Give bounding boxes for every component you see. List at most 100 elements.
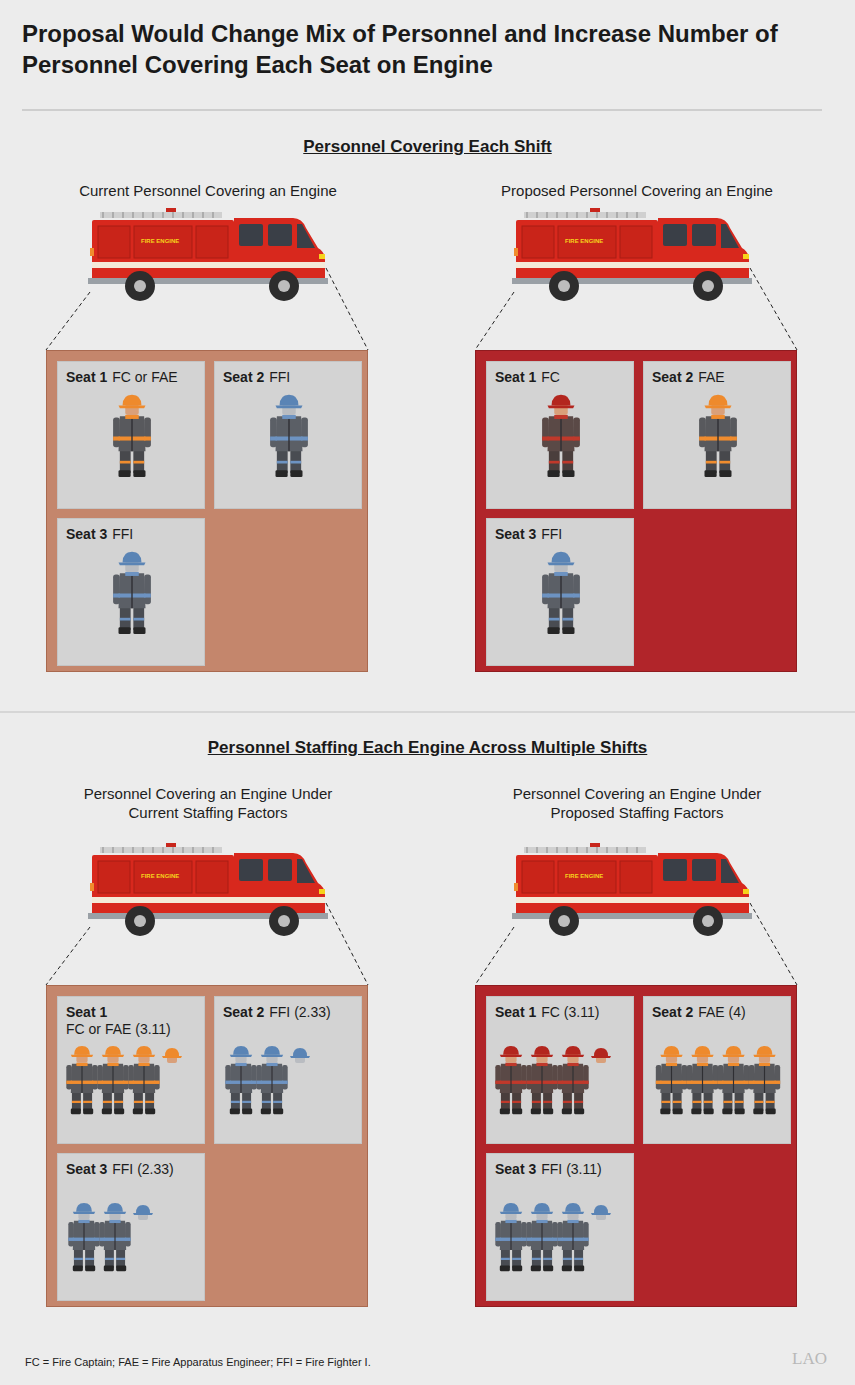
sleeve-stripe xyxy=(557,1238,563,1241)
boot xyxy=(673,1109,683,1115)
engine-body xyxy=(516,220,658,282)
seat-number: Seat 2 xyxy=(652,369,693,386)
boot xyxy=(230,1109,240,1115)
ladder-rung xyxy=(173,847,174,853)
ladder-rung xyxy=(143,847,144,853)
ladder xyxy=(100,212,222,218)
cab-window xyxy=(692,859,716,881)
zoom-leader xyxy=(46,927,90,985)
windshield xyxy=(721,224,739,248)
leg xyxy=(766,1091,775,1111)
seat-box: Seat 1FC xyxy=(486,361,634,509)
seat-number: Seat 3 xyxy=(495,1161,536,1178)
sleeve-stripe xyxy=(542,594,549,598)
collar xyxy=(107,1063,118,1066)
coat-seam xyxy=(560,573,561,608)
ladder-rung xyxy=(203,847,204,853)
ladder-rung xyxy=(557,847,558,853)
leg xyxy=(103,1091,112,1111)
sleeve-stripe xyxy=(113,594,120,598)
ladder-rung xyxy=(163,212,164,218)
firefighter-figure xyxy=(113,395,151,477)
ladder-rung xyxy=(597,212,598,218)
coat-seam xyxy=(131,573,132,608)
leg xyxy=(231,1091,240,1111)
leg-stripe xyxy=(719,461,730,464)
leg-stripe xyxy=(85,1258,94,1260)
coat-seam xyxy=(541,1221,542,1250)
boot xyxy=(562,1266,572,1272)
boot xyxy=(562,1109,572,1115)
sleeve-stripe xyxy=(113,437,120,441)
leg xyxy=(512,1091,521,1111)
sleeve-stripe xyxy=(682,1081,688,1084)
sleeve-stripe xyxy=(749,1081,755,1084)
seat-role: FFI (3.11) xyxy=(541,1161,601,1178)
seat-role: FC xyxy=(541,369,560,386)
partial-firefighter xyxy=(162,1048,182,1063)
firefighter-figure xyxy=(526,1046,557,1114)
sleeve-stripe xyxy=(557,1081,563,1084)
leg xyxy=(277,449,288,473)
sleeve-stripe xyxy=(282,1081,288,1084)
tail-light xyxy=(514,248,518,256)
boot xyxy=(562,470,574,477)
sleeve-stripe xyxy=(495,1081,501,1084)
seat-number: Seat 1 xyxy=(66,369,107,386)
compartment-door xyxy=(522,226,554,258)
seat-label: Seat 3FFI xyxy=(487,519,633,543)
body-stripe xyxy=(516,897,749,903)
zoom-leader xyxy=(326,268,368,350)
ladder-rung xyxy=(113,212,114,218)
boot xyxy=(276,470,288,477)
cab-window xyxy=(663,859,687,881)
sleeve-stripe xyxy=(94,1238,100,1241)
coat xyxy=(562,1221,584,1250)
leg-stripe xyxy=(692,1101,701,1103)
fire-engine xyxy=(512,208,752,301)
zoom-leader xyxy=(750,903,797,985)
wheel xyxy=(269,271,299,301)
leg-stripe xyxy=(549,618,560,621)
firefighter-figure xyxy=(495,1203,526,1271)
coat-seam xyxy=(143,1064,144,1093)
sleeve-stripe xyxy=(526,1238,532,1241)
sleeve-stripe xyxy=(99,1238,105,1241)
helmet-brim xyxy=(500,1055,522,1057)
sleeve-stripe xyxy=(583,1238,589,1241)
helmet xyxy=(565,1203,581,1212)
sleeve-stripe xyxy=(495,1238,501,1241)
firefighter-figure xyxy=(656,1046,687,1114)
firefighter-figure xyxy=(99,1203,130,1271)
helmet xyxy=(264,1046,280,1055)
firefighter-figure xyxy=(749,1046,780,1114)
helmet xyxy=(726,1046,742,1055)
helmet xyxy=(293,1048,307,1056)
helmet xyxy=(136,1205,150,1213)
boot xyxy=(114,1109,124,1115)
collar xyxy=(567,1220,578,1223)
engine-panel: Personnel Covering an Engine Under Propo… xyxy=(475,985,797,1307)
seat-number: Seat 3 xyxy=(66,1161,107,1178)
sleeve-stripe xyxy=(552,1238,558,1241)
wheel xyxy=(693,271,723,301)
helmet xyxy=(233,1046,249,1055)
helmet xyxy=(534,1046,550,1055)
seat-number: Seat 2 xyxy=(223,1004,264,1021)
wheel xyxy=(269,906,299,936)
ladder-rung xyxy=(527,212,528,218)
ladder-rung xyxy=(587,212,588,218)
seat-box: Seat 2FAE (4) xyxy=(643,996,791,1144)
coat-seam xyxy=(112,1064,113,1093)
leg-stripe xyxy=(501,1258,510,1260)
coat xyxy=(500,1221,522,1250)
boot xyxy=(719,470,731,477)
seat-number: Seat 3 xyxy=(495,526,536,543)
collar xyxy=(697,1063,708,1066)
leg-stripe xyxy=(735,1101,744,1103)
seat-label: Seat 2FAE xyxy=(644,362,790,386)
seat-label: Seat 1FC or FAE xyxy=(58,362,204,386)
helmet xyxy=(534,1203,550,1212)
firefighter-figure xyxy=(225,1046,256,1114)
